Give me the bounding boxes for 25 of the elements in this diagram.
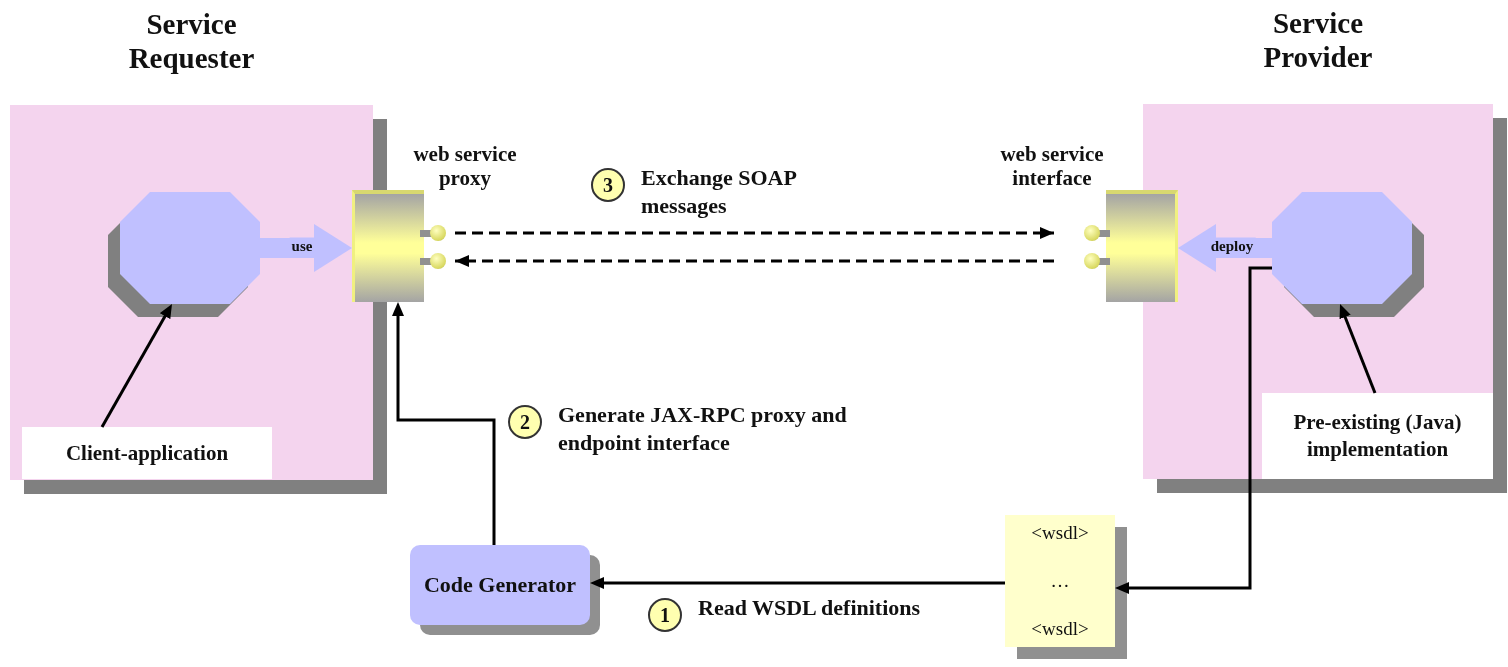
document-line: <wsdl> (1031, 521, 1089, 545)
step-number: 3 (603, 173, 613, 197)
arrow (590, 577, 1005, 589)
step-number: 2 (520, 410, 530, 434)
component-label: web service interface (999, 142, 1105, 190)
arrow (455, 255, 1054, 267)
arrow (100, 304, 172, 428)
panel-heading: Service Requester (127, 7, 256, 75)
caption-box: Pre-existing (Java) implementation (1262, 393, 1493, 479)
step-description: Generate JAX-RPC proxy and endpoint interface (558, 401, 848, 457)
step-number: 1 (660, 603, 670, 627)
step-description: Exchange SOAP messages (641, 164, 798, 220)
component-label: web service proxy (412, 142, 518, 190)
process-label: Code Generator (423, 571, 577, 599)
document-line: … (1050, 569, 1070, 593)
arrow (1115, 266, 1272, 594)
panel-heading: Service Provider (1262, 6, 1374, 74)
arrow (455, 227, 1054, 239)
block-arrow (1178, 224, 1272, 272)
step-description: Read WSDL definitions (698, 594, 922, 622)
arrow (1339, 304, 1377, 394)
block-arrow (260, 224, 352, 272)
document-line: <wsdl> (1031, 617, 1089, 641)
caption-box: Client-application (22, 427, 272, 479)
arrow (392, 302, 496, 545)
